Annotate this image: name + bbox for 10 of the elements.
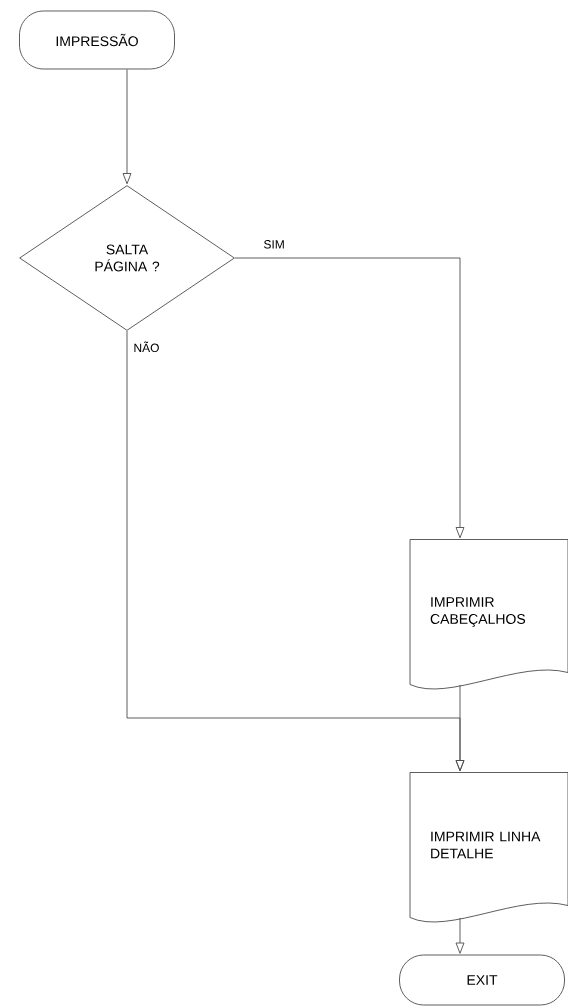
edge-label: SIM xyxy=(262,239,286,250)
document-box: IMPRIMIR LINHA DETALHE xyxy=(409,772,568,923)
edge-label: NÃO xyxy=(132,340,161,354)
arrow xyxy=(234,257,465,539)
arrow xyxy=(455,917,465,954)
terminal-box: IMPRESSÃO xyxy=(19,10,175,70)
arrow xyxy=(455,684,465,772)
terminal-box: EXIT xyxy=(399,954,565,1006)
document-box: IMPRIMIR CABEÇALHOS xyxy=(409,539,568,690)
arrow xyxy=(122,69,132,185)
